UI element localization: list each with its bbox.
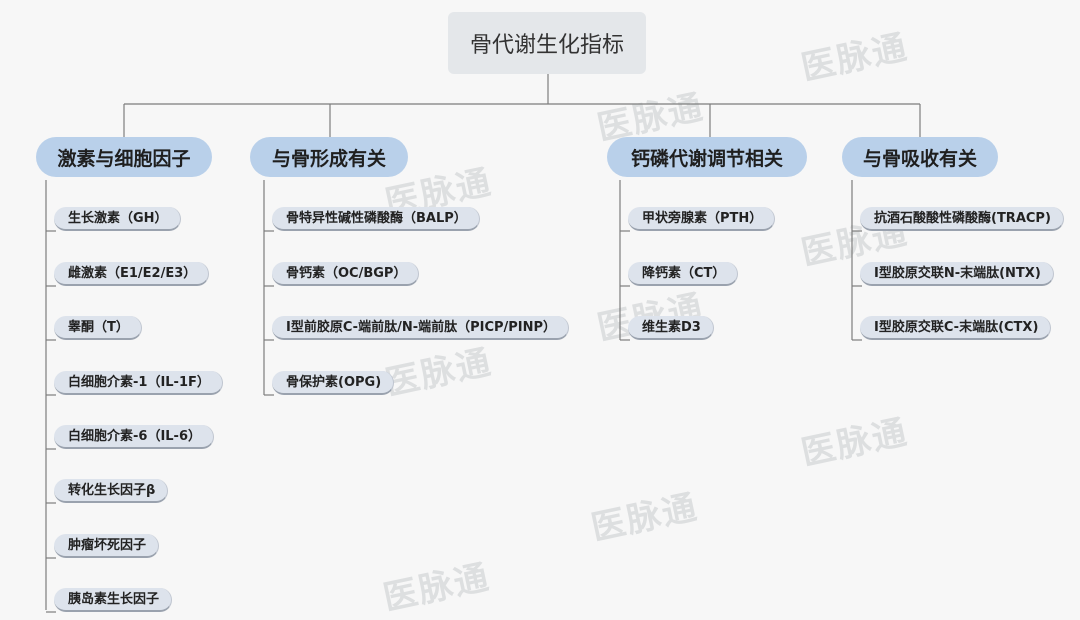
leaf-node[interactable]: 睾酮（T） xyxy=(54,316,142,340)
leaf-node[interactable]: Ⅰ型胶原交联N-末端肽(NTX) xyxy=(860,262,1054,286)
root-node[interactable]: 骨代谢生化指标 xyxy=(448,12,646,74)
leaf-node[interactable]: 骨钙素（OC/BGP） xyxy=(272,262,420,286)
leaf-node[interactable]: 骨保护素(OPG) xyxy=(272,371,395,395)
leaf-node[interactable]: 维生素D3 xyxy=(628,316,714,340)
branch-calcium-phosphorus[interactable]: 钙磷代谢调节相关 xyxy=(607,137,807,177)
leaf-node[interactable]: 抗酒石酸酸性磷酸酶(TRACP) xyxy=(860,207,1064,231)
leaf-node[interactable]: 生长激素（GH） xyxy=(54,207,181,231)
leaf-node[interactable]: 甲状旁腺素（PTH） xyxy=(628,207,776,231)
leaf-node[interactable]: 白细胞介素-6（IL-6） xyxy=(54,425,215,449)
leaf-node[interactable]: 肿瘤坏死因子 xyxy=(54,534,160,558)
leaf-node[interactable]: 白细胞介素-1（IL-1F） xyxy=(54,371,223,395)
branch-bone-formation[interactable]: 与骨形成有关 xyxy=(250,137,408,177)
leaf-node[interactable]: Ⅰ型胶原交联C-末端肽(CTX) xyxy=(860,316,1052,340)
branch-bone-resorption[interactable]: 与骨吸收有关 xyxy=(842,137,998,177)
leaf-node[interactable]: 雌激素（E1/E2/E3） xyxy=(54,262,210,286)
leaf-node[interactable]: 降钙素（CT） xyxy=(628,262,739,286)
leaf-node[interactable]: Ⅰ型前胶原C-端前肽/N-端前肽（PICP/PINP） xyxy=(272,316,570,340)
leaf-node[interactable]: 转化生长因子β xyxy=(54,479,169,503)
branch-hormones-cytokines[interactable]: 激素与细胞因子 xyxy=(36,137,212,177)
leaf-node[interactable]: 骨特异性碱性磷酸酶（BALP） xyxy=(272,207,480,231)
leaf-node[interactable]: 胰岛素生长因子 xyxy=(54,588,173,612)
